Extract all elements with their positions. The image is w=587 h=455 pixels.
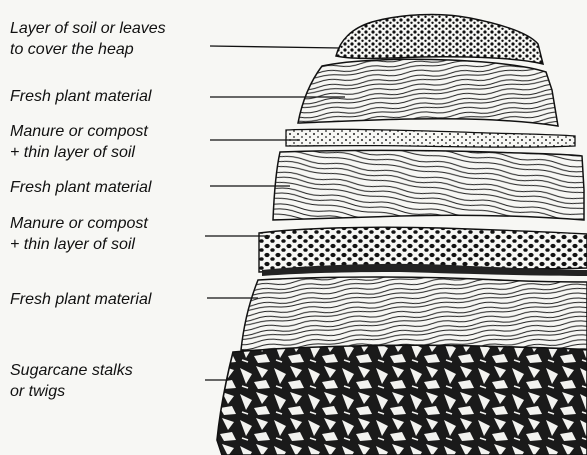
layer-manure-1 (286, 129, 575, 147)
layer-soil-cover (336, 15, 543, 64)
layer-fresh-plant-1 (298, 59, 558, 126)
layer-fresh-plant-3 (241, 277, 587, 352)
layer-fresh-plant-2 (273, 151, 584, 221)
layer-sugarcane-twigs (217, 345, 587, 455)
